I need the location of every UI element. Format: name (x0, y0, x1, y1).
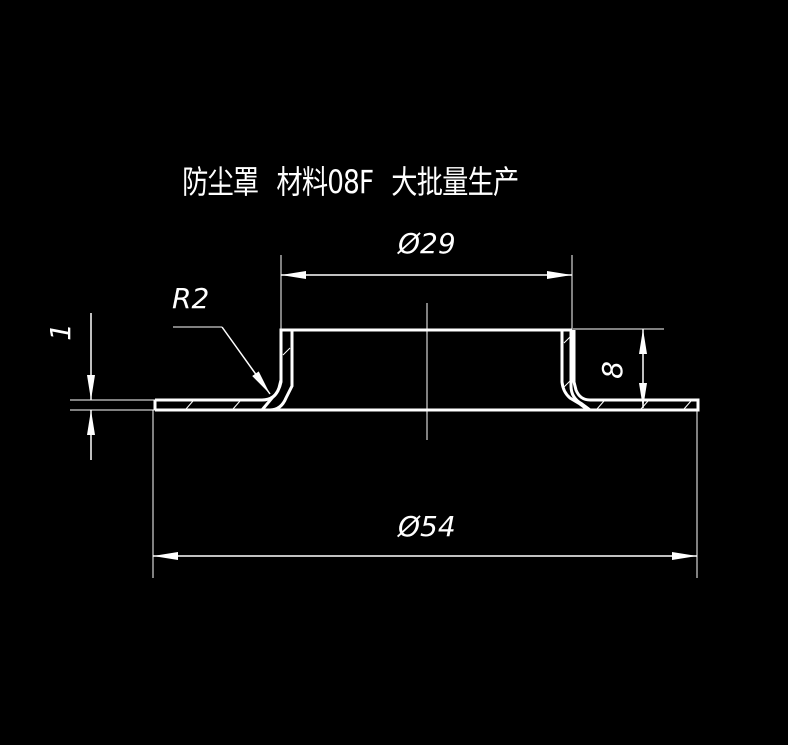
material-label: 材料08F (276, 163, 374, 201)
production-label: 大批量生产 (391, 163, 519, 201)
bottom-diameter-label: Ø54 (398, 510, 456, 543)
height-label: 8 (595, 361, 629, 379)
right-wall (560, 330, 589, 412)
left-wall-outer (260, 330, 283, 411)
drawing-title: 防尘罩材料08F 大批量生产 (152, 134, 536, 230)
part-name-label: 防尘罩 (182, 163, 259, 201)
top-diameter-label: Ø29 (398, 227, 456, 260)
fillet-radius-label: R2 (172, 282, 210, 315)
height-dimension (573, 328, 664, 408)
outer-contour (155, 328, 700, 412)
bottom-diameter-dimension (152, 410, 698, 578)
thickness-label: 1 (43, 323, 77, 341)
thickness-dimension (70, 313, 155, 460)
fillet-radius-leader (173, 326, 271, 395)
top-diameter-dimension (280, 255, 573, 330)
left-wall (155, 328, 292, 402)
